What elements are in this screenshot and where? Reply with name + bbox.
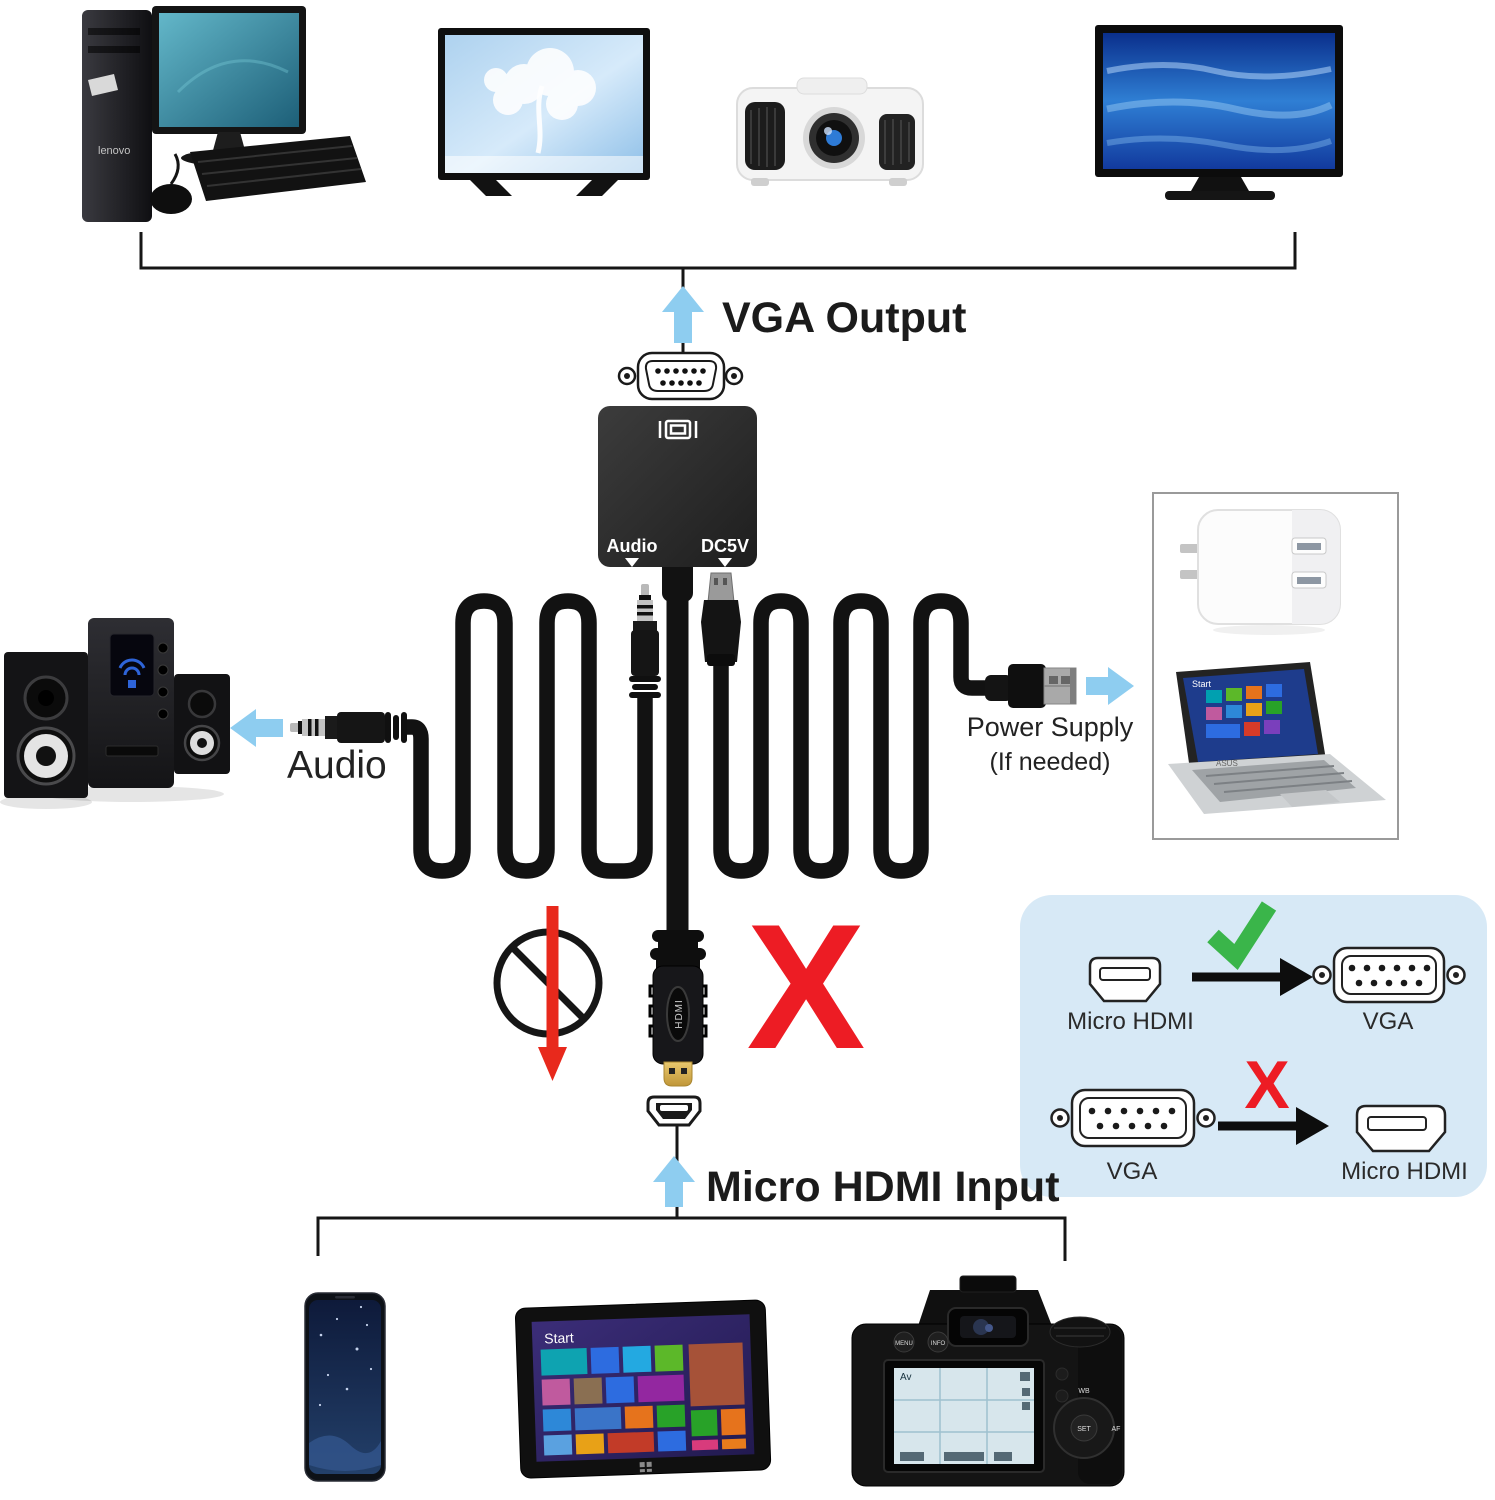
adapter: Audio DC5V: [598, 406, 757, 567]
vga-output-label: VGA Output: [722, 294, 967, 342]
power-supply-note: (If needed): [989, 748, 1111, 776]
micro-hdmi-icon-row2: [1355, 1104, 1447, 1153]
tv-ocean: [1095, 25, 1343, 200]
camera-af-label: AF: [1112, 1426, 1121, 1433]
camera-info-label: INFO: [931, 1341, 946, 1347]
vga-output-arrow-icon: [662, 286, 704, 343]
red-down-arrow-icon: [538, 906, 567, 1081]
cross-icon: X: [1244, 1047, 1289, 1123]
hdmi-plug-label: HDMI: [674, 999, 685, 1029]
laptop: Start ASUS: [1168, 662, 1386, 814]
vga-icon-row2: [1050, 1088, 1216, 1148]
cable-right: [713, 593, 992, 879]
camera-menu-label: MENU: [895, 1341, 913, 1347]
row1-from-label: Micro HDMI: [1067, 1008, 1194, 1035]
audio-label: Audio: [287, 744, 387, 787]
tablet-start-label: Start: [544, 1329, 574, 1346]
audio-arrow-icon: [230, 709, 283, 747]
row2-to-label: Micro HDMI: [1341, 1158, 1468, 1185]
micro-usb-plug-icon: [701, 572, 741, 666]
row1-to-label: VGA: [1362, 1008, 1414, 1035]
smartphone: [304, 1292, 386, 1482]
micro-hdmi-plug: HDMI: [648, 930, 708, 1087]
arrow-row2-icon: [1218, 1107, 1329, 1145]
audio-jack-plug-icon: [629, 584, 661, 698]
desktop-computer: lenovo: [82, 6, 366, 222]
vga-connector-icon: [617, 351, 744, 401]
dslr-camera: MENU INFO Av SET WB AF: [851, 1275, 1125, 1487]
projector: [736, 77, 924, 186]
speakers: [0, 618, 230, 809]
laptop-start-label: Start: [1192, 679, 1212, 689]
tower-brand-label: lenovo: [98, 145, 130, 157]
cable-main: [662, 556, 693, 938]
audio-jack-left-icon: [290, 712, 407, 743]
usb-a-plug-icon: [985, 664, 1077, 708]
adapter-audio-label: Audio: [607, 536, 658, 556]
camera-set-label: SET: [1077, 1426, 1091, 1433]
camera-wb-label: WB: [1078, 1388, 1090, 1395]
laptop-brand-label: ASUS: [1216, 759, 1238, 768]
micro-hdmi-icon-row1: [1088, 956, 1162, 1003]
big-cross-mark: X: [747, 887, 866, 1086]
power-arrow-icon: [1086, 667, 1134, 705]
vga-icon-row1: [1312, 946, 1466, 1004]
camera-mode-label: Av: [900, 1372, 912, 1383]
row2-from-label: VGA: [1106, 1158, 1158, 1185]
top-bracket: [139, 232, 1297, 355]
cable-left: [406, 593, 653, 879]
micro-hdmi-input-arrow-icon: [653, 1156, 695, 1207]
tv-winter: [438, 28, 650, 196]
power-charger: [1180, 509, 1341, 635]
vga-port-icon: [658, 419, 698, 440]
power-supply-label: Power Supply: [966, 712, 1134, 742]
check-icon: [1207, 901, 1277, 971]
micro-hdmi-input-label: Micro HDMI Input: [706, 1163, 1060, 1211]
arrow-row1-icon: [1192, 958, 1313, 996]
adapter-dc5v-label: DC5V: [701, 536, 749, 556]
micro-hdmi-port-icon: [646, 1095, 702, 1127]
tablet: Start: [514, 1299, 772, 1479]
